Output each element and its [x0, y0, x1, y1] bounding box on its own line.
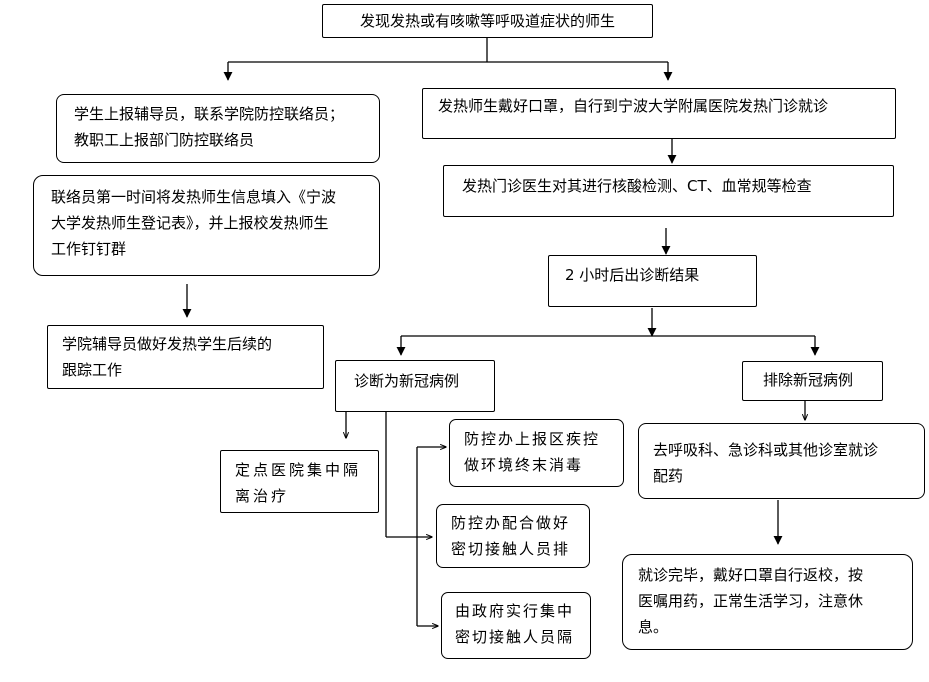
- node-diagnosed-text: 诊断为新冠病例: [354, 372, 460, 390]
- node-isolation: 定点医院集中隔 离治疗: [220, 450, 379, 513]
- node-isolation-text: 定点医院集中隔 离治疗: [235, 461, 362, 505]
- node-close-contact: 防控办配合做好 密切接触人员排: [436, 504, 590, 568]
- node-excluded: 排除新冠病例: [742, 361, 883, 401]
- node-other-clinic: 去呼吸科、急诊科或其他诊室就诊 配药: [638, 423, 925, 499]
- node-clinic-tests: 发热门诊医生对其进行核酸检测、CT、血常规等检查: [443, 165, 894, 217]
- node-other-clinic-text: 去呼吸科、急诊科或其他诊室就诊 配药: [653, 441, 879, 485]
- node-return-campus: 就诊完毕，戴好口罩自行返校，按 医嘱用药，正常生活学习，注意休 息。: [622, 554, 913, 650]
- node-counselor-followup: 学院辅导员做好发热学生后续的 跟踪工作: [47, 325, 324, 389]
- node-clinic-visit: 发热师生戴好口罩，自行到宁波大学附属医院发热门诊就诊: [422, 88, 896, 139]
- node-liaison-register-text: 联络员第一时间将发热师生信息填入《宁波 大学发热师生登记表》，并上报校发热师生 …: [51, 188, 337, 258]
- node-start: 发现发热或有咳嗽等呼吸道症状的师生: [322, 4, 653, 38]
- node-gov-isolation: 由政府实行集中 密切接触人员隔: [441, 592, 591, 659]
- node-return-campus-text: 就诊完毕，戴好口罩自行返校，按 医嘱用药，正常生活学习，注意休 息。: [638, 566, 864, 636]
- node-disinfect: 防控办上报区疾控 做环境终末消毒: [449, 419, 624, 487]
- node-counselor-followup-text: 学院辅导员做好发热学生后续的 跟踪工作: [62, 335, 273, 379]
- node-report-student: 学生上报辅导员，联系学院防控联络员； 教职工上报部门防控联络员: [56, 94, 380, 163]
- node-diagnosed: 诊断为新冠病例: [335, 360, 495, 412]
- node-start-text: 发现发热或有咳嗽等呼吸道症状的师生: [359, 12, 615, 30]
- node-excluded-text: 排除新冠病例: [763, 371, 854, 389]
- node-close-contact-text: 防控办配合做好 密切接触人员排: [451, 514, 571, 558]
- node-clinic-tests-text: 发热门诊医生对其进行核酸检测、CT、血常规等检查: [462, 177, 812, 195]
- node-report-student-text: 学生上报辅导员，联系学院防控联络员； 教职工上报部门防控联络员: [74, 105, 345, 149]
- node-disinfect-text: 防控办上报区疾控 做环境终末消毒: [464, 430, 601, 474]
- node-result-2h-text: 2 小时后出诊断结果: [565, 266, 700, 284]
- node-clinic-visit-text: 发热师生戴好口罩，自行到宁波大学附属医院发热门诊就诊: [438, 97, 829, 115]
- node-liaison-register: 联络员第一时间将发热师生信息填入《宁波 大学发热师生登记表》，并上报校发热师生 …: [33, 175, 380, 276]
- node-gov-isolation-text: 由政府实行集中 密切接触人员隔: [455, 602, 575, 646]
- node-result-2h: 2 小时后出诊断结果: [548, 255, 757, 307]
